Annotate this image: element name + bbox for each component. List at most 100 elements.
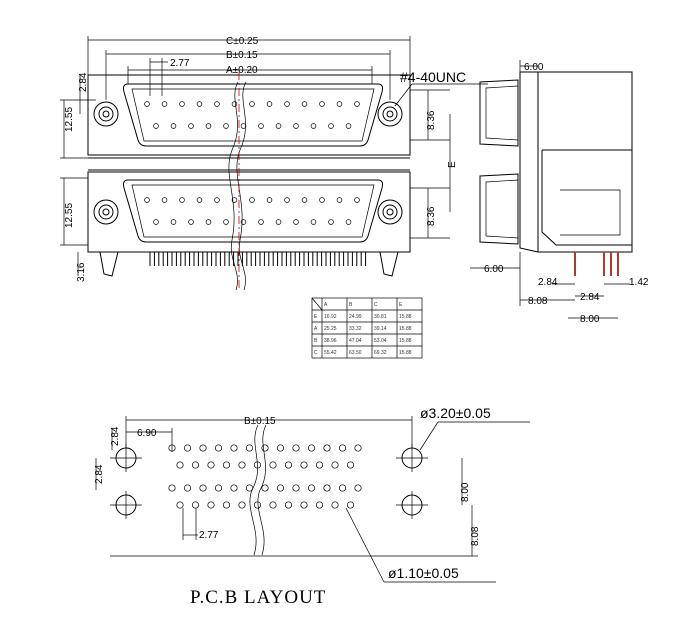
bottom-pin-row2-5 — [223, 219, 229, 225]
break-line-left — [228, 81, 239, 291]
top-connector-flange — [87, 74, 411, 156]
table-cell-r4-c2: 63.50 — [349, 350, 362, 356]
pcb-break-line-right — [257, 424, 267, 556]
pcb-hole-r3-13 — [354, 484, 362, 492]
table-cell-r1-c2: 24.99 — [349, 314, 362, 320]
bottom-pin-row1-1 — [144, 197, 150, 203]
pcb-layout: B±0.15 6.90 ø3.20±0.05 2.84 2.84 8.00 8.… — [94, 405, 530, 608]
side-body-outline — [519, 71, 633, 253]
side-bottom-shell-inner — [485, 179, 519, 239]
bottom-left-mount-hole-inner — [98, 204, 114, 220]
pcb-hole-r4-2 — [191, 501, 200, 509]
table-cell-r4-c3: 69.32 — [374, 350, 387, 356]
dim-left-top-label: 12.55 — [64, 107, 75, 132]
pcb-hole-r4-12 — [346, 501, 355, 509]
pcb-hole-r1-11 — [323, 444, 331, 452]
top-pin-row2-4 — [205, 123, 212, 129]
pcb-hole-r4-11 — [331, 501, 339, 509]
pcb-hole-r2-5 — [238, 461, 246, 469]
side-dim-top-label: 6.00 — [524, 62, 544, 73]
tail-pins — [149, 252, 367, 266]
top-pin-row1-2 — [161, 101, 168, 107]
pcb-hole-r1-12 — [338, 444, 347, 452]
table-cell-r1-c1: 16.92 — [324, 314, 337, 320]
table-corner-diagonal — [311, 297, 323, 311]
top-pin-row2-12 — [345, 123, 352, 129]
pcb-hole-r4-6 — [253, 501, 262, 509]
pcb-hole-r1-10 — [307, 444, 316, 452]
top-pin-row1-10 — [301, 101, 308, 107]
pcb-hole-r1-13 — [354, 444, 362, 452]
dim-left-bot-label: 12.55 — [64, 203, 75, 228]
side-bottom-shell — [479, 173, 519, 245]
bottom-pin-row1-6 — [231, 197, 238, 203]
pcb-hole-r1-5 — [230, 444, 238, 452]
dim-c-label: C±0.25 — [226, 36, 259, 47]
top-pin-row1-5 — [214, 101, 220, 107]
bottom-pin-row1-8 — [266, 197, 273, 203]
pcb-hole-r1-2 — [183, 444, 192, 452]
pcb-hole-r2-4 — [222, 461, 231, 469]
pcb-hole-r3-7 — [261, 484, 269, 492]
side-inner-step — [541, 150, 632, 246]
pcb-hole-r1-7 — [261, 444, 269, 452]
top-right-mount-hole — [377, 101, 403, 127]
pcb-hole-r2-9 — [300, 461, 308, 469]
table-cell-r0-c1: A — [324, 302, 328, 308]
pcb-dim-284-left-label: 2.84 — [94, 464, 105, 484]
pcb-hole-r4-7 — [269, 501, 277, 509]
bottom-pin-row2-7 — [258, 219, 264, 225]
top-connector-shell — [123, 83, 383, 147]
pcb-hole-r2-12 — [346, 461, 355, 469]
table-cell-r0-c2: B — [349, 302, 353, 308]
dim-b-label: B±0.15 — [226, 50, 258, 61]
side-dim-142-label: 1.42 — [629, 277, 649, 288]
pcb-hole-r4-1 — [176, 501, 184, 509]
pcb-hole-r1-3 — [199, 444, 207, 452]
top-pin-row2-7 — [258, 123, 264, 129]
bottom-pin-row1-10 — [301, 197, 308, 203]
bottom-pin-row1-13 — [354, 197, 360, 203]
top-pin-row1-13 — [354, 101, 360, 107]
bottom-pin-row2-11 — [328, 219, 334, 225]
bottom-connector-inner — [131, 184, 375, 238]
bottom-pin-row2-3 — [188, 219, 194, 225]
bottom-pin-row1-4 — [196, 197, 203, 203]
table-cell-r2-c4: 15.88 — [399, 326, 412, 332]
pcb-layout-title: P.C.B LAYOUT — [190, 587, 326, 608]
table-cell-r3-c3: 53.04 — [374, 338, 387, 344]
top-pin-row1-3 — [179, 101, 185, 107]
bottom-connector-pins — [144, 197, 360, 225]
bottom-right-mount-hole-inner — [382, 204, 398, 220]
top-pin-row1-4 — [196, 101, 203, 107]
table-cell-r4-c4: 15.88 — [399, 350, 412, 356]
pcb-hole-r4-9 — [300, 501, 308, 509]
table-cell-r4-c0: C — [314, 350, 318, 356]
top-pin-row2-3 — [188, 123, 194, 129]
pcb-hole-r1-9 — [292, 444, 300, 452]
top-pin-row1-6 — [231, 101, 238, 107]
pcb-hole-r4-3 — [207, 501, 215, 509]
side-dim-800-label: 8.00 — [580, 314, 600, 325]
pcb-hole-r1-6 — [245, 444, 254, 452]
top-pin-row1-7 — [249, 101, 255, 107]
top-pin-row2-8 — [275, 123, 282, 129]
table-cell-r3-c4: 15.88 — [399, 338, 412, 344]
pcb-hole-r2-3 — [207, 461, 215, 469]
bottom-pin-row1-7 — [249, 197, 255, 203]
bottom-connector-shell — [123, 179, 383, 243]
thread-label: #4-40UNC — [400, 69, 466, 85]
side-top-shell — [479, 79, 519, 147]
pcb-hole-r2-10 — [315, 461, 324, 469]
table-cell-r2-c3: 39.14 — [374, 326, 387, 332]
top-left-mount-hole — [93, 101, 119, 127]
bottom-pin-row1-3 — [179, 197, 185, 203]
table-cell-r2-c2: 33.32 — [349, 326, 362, 332]
pcb-hole-r2-8 — [284, 461, 293, 469]
pcb-dim-b-label: B±0.15 — [244, 416, 276, 427]
table-cell-r3-c2: 47.04 — [349, 338, 362, 344]
right-board-lock — [379, 251, 399, 277]
pitch-label: 2.77 — [170, 58, 190, 69]
